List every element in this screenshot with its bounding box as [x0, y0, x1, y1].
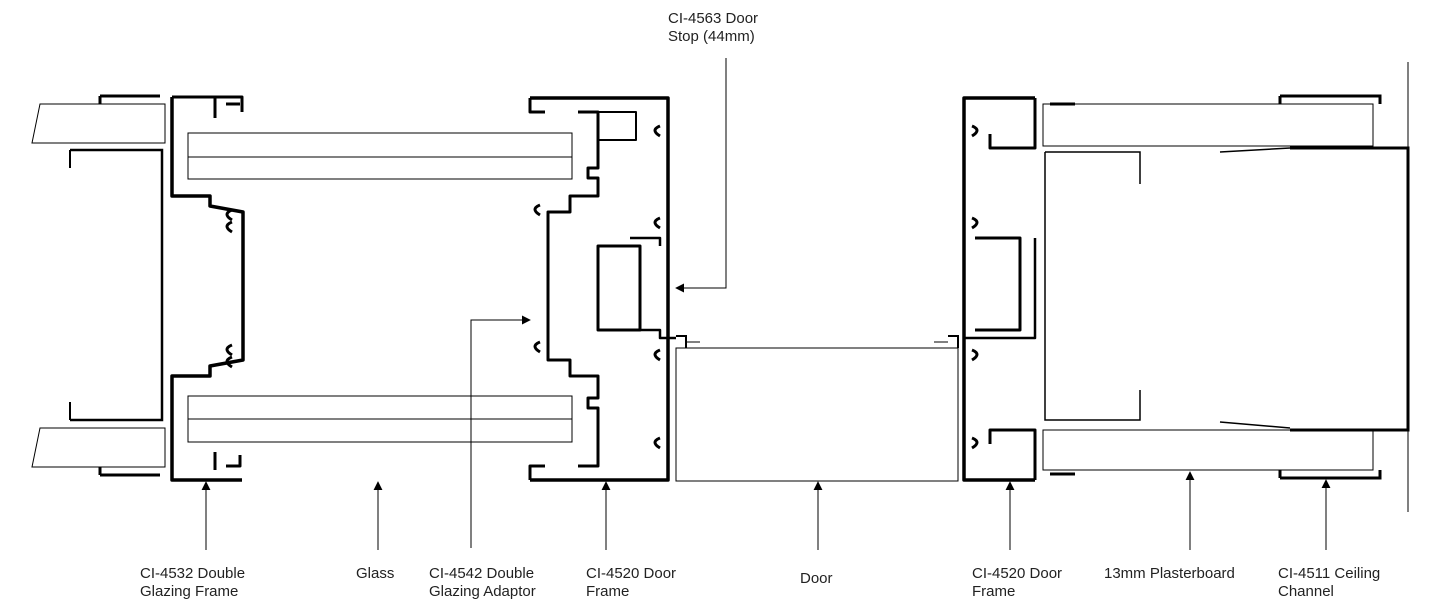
label-door-frame-left: CI-4520 Door Frame: [586, 565, 676, 601]
label-line: CI-4563 Door: [668, 10, 759, 27]
label-line: Glazing Adaptor: [429, 583, 536, 600]
label-line: Frame: [972, 583, 1016, 600]
label-line: CI-4511 Ceiling: [1278, 565, 1381, 582]
label-line: Frame: [586, 583, 630, 600]
door-frame-left: [528, 96, 676, 482]
label-line: CI-4520 Door: [586, 565, 677, 582]
label-line: Glazing Frame: [140, 583, 239, 600]
label-plasterboard: 13mm Plasterboard: [1104, 565, 1235, 583]
adaptor-leader: [470, 315, 531, 548]
label-line: CI-4520 Door: [972, 565, 1063, 582]
left-partition: [31, 94, 166, 477]
door-frame-right: [962, 96, 1075, 482]
label-line: CI-4542 Double: [429, 565, 535, 582]
label-door-stop: CI-4563 Door Stop (44mm): [668, 10, 758, 46]
label-double-glazing-adaptor: CI-4542 Double Glazing Adaptor: [429, 565, 536, 601]
double-glazing-frame: [170, 95, 245, 482]
label-double-glazing-frame: CI-4532 Double Glazing Frame: [140, 565, 245, 601]
door-stop-leader: [675, 58, 727, 293]
label-ceiling-channel: CI-4511 Ceiling Channel: [1278, 565, 1380, 601]
label-door-frame-right: CI-4520 Door Frame: [972, 565, 1062, 601]
leader-arrows: [201, 58, 1331, 550]
label-line: 13mm Plasterboard: [1104, 565, 1235, 582]
label-line: CI-4532 Double: [140, 565, 246, 582]
right-partition: [1042, 62, 1410, 512]
label-line: Door: [800, 570, 833, 587]
label-line: Channel: [1278, 583, 1334, 600]
door-leaf: [675, 335, 959, 482]
label-door: Door: [800, 570, 833, 588]
label-glass: Glass: [356, 565, 394, 583]
label-line: Glass: [356, 565, 395, 582]
glass-panes: [187, 132, 573, 443]
label-line: Stop (44mm): [668, 28, 755, 45]
